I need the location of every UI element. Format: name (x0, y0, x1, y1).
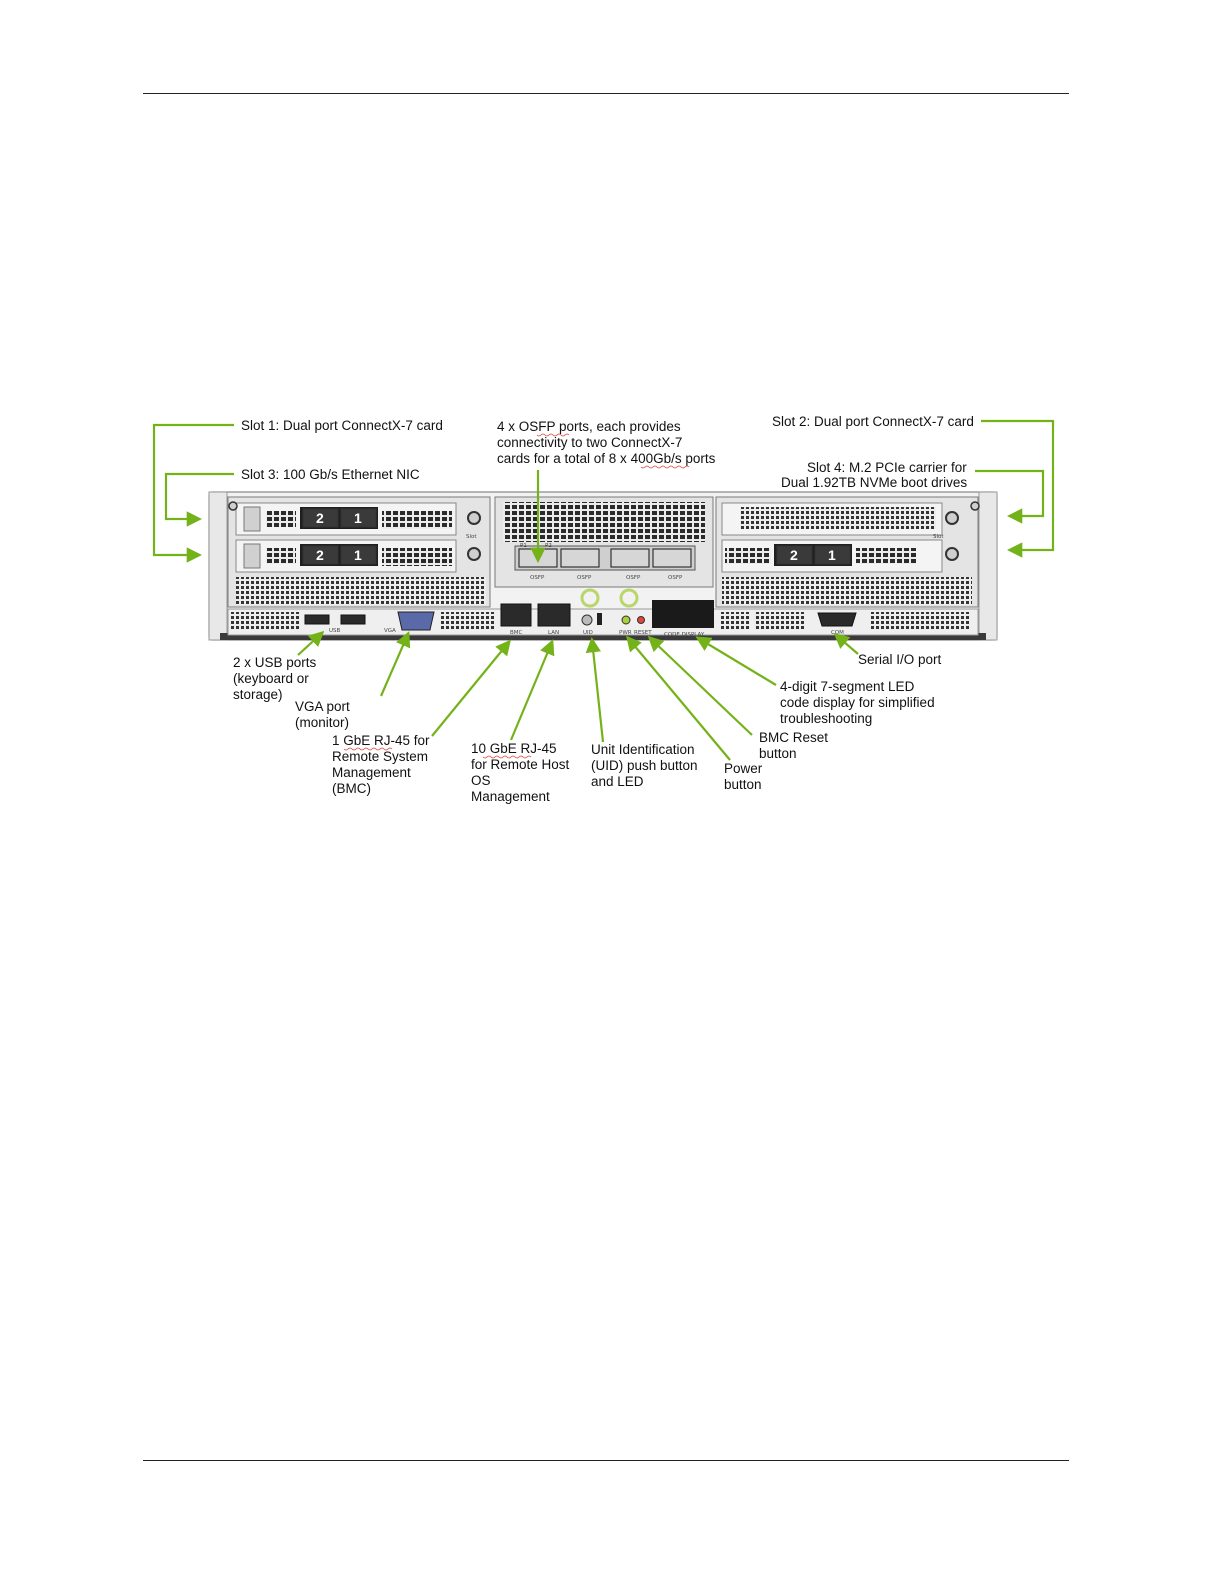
usb-callout-line1: 2 x USB ports (233, 655, 317, 670)
slot1-port-1-label: 1 (354, 510, 362, 526)
slot1-callout: Slot 1: Dual port ConnectX-7 card (241, 418, 443, 433)
vga-callout-line1: VGA port (295, 699, 350, 714)
thumbscrew-icon[interactable] (970, 501, 980, 511)
bmc-panel-label: BMC (510, 630, 523, 636)
led-code-display (652, 600, 714, 628)
server-chassis: 2 1 2 1 Slot OSFP OSFP OSFP OSFP P1 P2 (208, 491, 998, 641)
led-indicator-icon (619, 588, 639, 608)
lan-rj45-port[interactable] (537, 603, 571, 627)
footer-rule (143, 1460, 1069, 1461)
uid-callout-line2: (UID) push button (591, 758, 698, 773)
usb-panel-label: USB (329, 628, 341, 634)
lan-rj45-callout-line2: for Remote Host (471, 757, 570, 772)
vga-callout-line2: (monitor) (295, 715, 349, 730)
lan-panel-label: LAN (548, 630, 559, 636)
osfp-callout-line3: cards for a total of 8 x 400Gb/s ports (497, 451, 716, 466)
callout-lines (152, 419, 1055, 761)
right-slot-label: Slot (933, 534, 944, 540)
led-display-callout-line1: 4-digit 7-segment LED (780, 679, 915, 694)
osfp-callout-line2: connectivity to two ConnectX-7 (497, 435, 682, 450)
vga-port[interactable] (397, 611, 435, 631)
lan-rj45-callout-line4: Management (471, 789, 550, 804)
uid-callout-line3: and LED (591, 774, 644, 789)
thumbscrew-icon[interactable] (467, 511, 481, 525)
bmc-reset-button[interactable] (637, 616, 645, 624)
thumbscrew-icon[interactable] (467, 547, 481, 561)
header-rule (143, 93, 1069, 94)
callout-labels: Slot 1: Dual port ConnectX-7 card Slot 3… (233, 414, 974, 804)
slot2-port-1-label: 1 (828, 547, 836, 563)
uid-callout-line1: Unit Identification (591, 742, 695, 757)
osfp-port-label: OSFP (577, 575, 592, 581)
osfp-callout-line1: 4 x OSFP ports, each provides (497, 419, 681, 434)
led-display-callout-line3: troubleshooting (780, 711, 872, 726)
thumbscrew-icon[interactable] (945, 547, 959, 561)
slot2-port-2-label: 2 (790, 547, 798, 563)
usb-callout-line2: (keyboard or (233, 671, 309, 686)
slot2-callout: Slot 2: Dual port ConnectX-7 card (772, 414, 974, 429)
bmc-reset-callout-line1: BMC Reset (759, 730, 828, 745)
power-button[interactable] (621, 615, 631, 625)
osfp-p2-label: P2 (545, 543, 552, 549)
led-display-callout-line2: code display for simplified (780, 695, 935, 710)
lan-rj45-callout-line3: OS (471, 773, 491, 788)
serial-callout: Serial I/O port (858, 652, 942, 667)
code-display-panel-label: CODE DISPLAY (664, 632, 705, 638)
slot3-port-2-label: 2 (316, 547, 324, 563)
uid-panel-label: UID (583, 630, 593, 636)
slot1-port-2-label: 2 (316, 510, 324, 526)
lan-rj45-callout-line1: 10 GbE RJ-45 (471, 741, 557, 756)
reset-panel-label: RESET (634, 630, 652, 636)
vga-panel-label: VGA (384, 628, 396, 634)
thumbscrew-icon[interactable] (945, 511, 959, 525)
slot3-port-1-label: 1 (354, 547, 362, 563)
osfp-p1-label: P1 (520, 543, 527, 549)
slot4-callout-line2: Dual 1.92TB NVMe boot drives (781, 475, 967, 490)
bmc-rj45-callout-line3: Management (332, 765, 411, 780)
serial-com-port[interactable] (817, 612, 857, 627)
left-slot-label: Slot (466, 534, 477, 540)
osfp-port-label: OSFP (626, 575, 641, 581)
slot4-callout-line1: Slot 4: M.2 PCIe carrier for (807, 460, 967, 475)
osfp-port-label: OSFP (530, 575, 545, 581)
led-indicator-icon (580, 588, 600, 608)
power-callout-line1: Power (724, 761, 763, 776)
thumbscrew-icon[interactable] (228, 501, 238, 511)
slot3-callout: Slot 3: 100 Gb/s Ethernet NIC (241, 467, 420, 482)
pwr-panel-label: PWR (619, 630, 632, 636)
osfp-port-label: OSFP (668, 575, 683, 581)
power-callout-line2: button (724, 777, 762, 792)
bmc-reset-callout-line2: button (759, 746, 797, 761)
usb-port[interactable] (340, 614, 366, 625)
bmc-rj45-port[interactable] (500, 603, 532, 627)
bmc-rj45-callout-line2: Remote System (332, 749, 428, 764)
bmc-rj45-callout-line1: 1 GbE RJ-45 for (332, 733, 430, 748)
usb-callout-line3: storage) (233, 687, 283, 702)
usb-port[interactable] (304, 614, 330, 625)
bmc-rj45-callout-line4: (BMC) (332, 781, 371, 796)
uid-button[interactable] (581, 614, 593, 626)
